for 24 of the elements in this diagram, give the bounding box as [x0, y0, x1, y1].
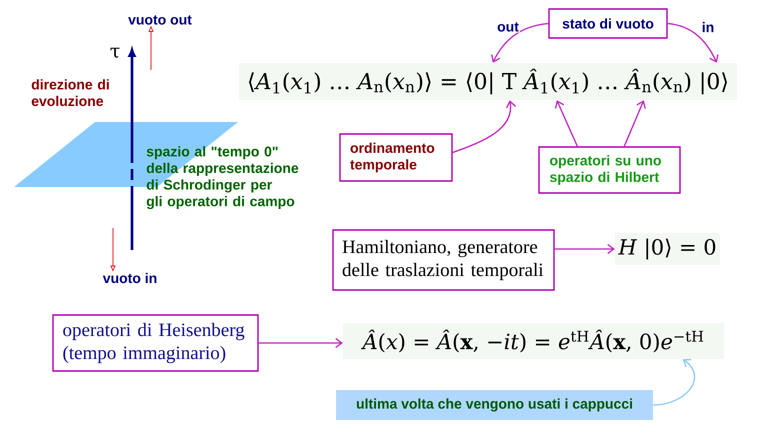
formula: Â(x) = Â(x, −it) = e$^{tH}$Â(x, 0)e$^{−tH}$ [343, 323, 724, 359]
annotation-text: spazio al "tempo 0" della rappresentazione di Schrodinger per gli operatori di campo [146, 146, 298, 210]
arrow [258, 338, 343, 348]
note-box: ultima volta che vengono usati i cappucci [336, 390, 653, 420]
label-box: ordinamento temporale [339, 133, 453, 182]
annotation-text: direzione di evoluzione [32, 79, 109, 106]
arrow [653, 358, 695, 406]
formula: H |0⟩ = 0 [615, 233, 720, 265]
label-box: Hamiltoniano, generatore delle traslazioni temporali [332, 229, 555, 291]
edge-label: in [700, 20, 716, 34]
label-box: operatori di Heisenberg (tempo immaginario) [52, 314, 259, 372]
arrow [554, 244, 615, 254]
label-box: operatori su uno spazio di Hilbert [538, 146, 681, 194]
arrow [491, 22, 548, 63]
axis-label: τ [110, 48, 120, 58]
arrow [452, 100, 516, 154]
edge-label: out [496, 21, 520, 33]
arrow [668, 22, 719, 63]
formula: ⟨A$_{1}$(x$_{1}$) … A$_{n}$(x$_{n}$)⟩ = ⟨0| T Â$_{1}$(x$_{1}$) … Â$_{n}$(x$_{n}$) |0⟩ [239, 63, 737, 100]
arrow [624, 100, 646, 147]
state-label: vuoto in [102, 272, 156, 284]
label-box: stato di vuoto [548, 8, 668, 39]
state-label: vuoto out [128, 15, 192, 25]
arrow [554, 100, 578, 147]
